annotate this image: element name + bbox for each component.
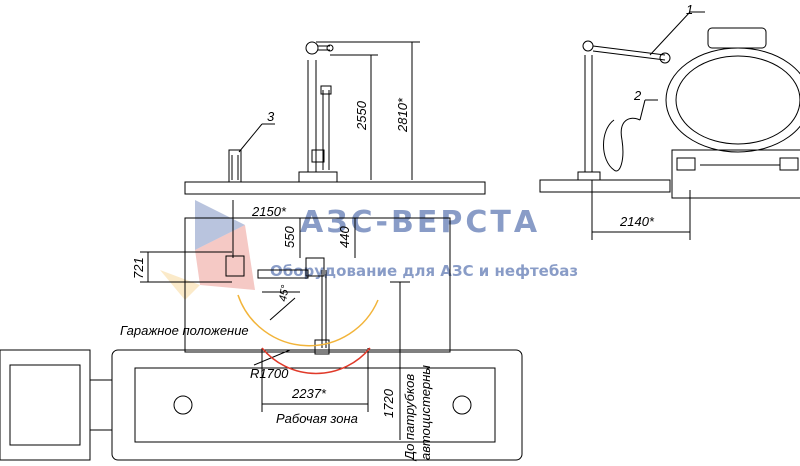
ground-slab xyxy=(184,181,486,195)
column-plan xyxy=(305,257,325,277)
dim-2237: 2237* xyxy=(291,386,327,401)
angle-45: 45° xyxy=(277,283,292,302)
label-garage-position: Гаражное положение xyxy=(120,323,249,338)
stand-3-plan xyxy=(225,255,245,277)
dim-2550: 2550 xyxy=(354,100,369,131)
dim-721: 721 xyxy=(131,257,146,279)
post-3 xyxy=(228,149,242,183)
platform-outline xyxy=(184,217,451,353)
truck-frame xyxy=(671,149,800,199)
tank-body xyxy=(665,47,800,153)
watermark-brand: АЗС-ВЕРСТА xyxy=(300,205,540,240)
column-base xyxy=(298,171,338,183)
swing-arc-work xyxy=(261,347,371,375)
dim-1720: 1720 xyxy=(381,388,396,418)
watermark-logo: АЗС-ВЕРСТА Оборудование для АЗС и нефтеб… xyxy=(160,200,578,300)
side-elevation-view xyxy=(184,41,486,195)
radius-1700: R1700 xyxy=(250,366,289,381)
label-work-zone: Рабочая зона xyxy=(276,411,358,426)
dim-2810: 2810* xyxy=(395,97,410,133)
callout-2: 2 xyxy=(633,88,642,103)
swing-arc-garage xyxy=(237,294,379,347)
ground-slab-right xyxy=(539,179,671,193)
tanker-plan xyxy=(111,349,523,461)
front-elevation-view xyxy=(539,11,800,240)
dim-440: 440 xyxy=(337,226,352,248)
truck-cab-plan xyxy=(0,349,91,461)
callout-1: 1 xyxy=(686,2,693,17)
label-to-nozzles-2: автоцистерны xyxy=(418,365,433,460)
label-to-nozzles-1: До патрубков xyxy=(402,374,417,462)
tank-hatch xyxy=(707,27,767,49)
dim-2150: 2150* xyxy=(251,204,287,219)
plan-view xyxy=(0,200,523,461)
watermark-tagline: Оборудование для АЗС и нефтебаз xyxy=(270,262,578,280)
callout-3: 3 xyxy=(267,109,275,124)
dim-2140: 2140* xyxy=(619,214,655,229)
dim-550: 550 xyxy=(282,226,297,248)
